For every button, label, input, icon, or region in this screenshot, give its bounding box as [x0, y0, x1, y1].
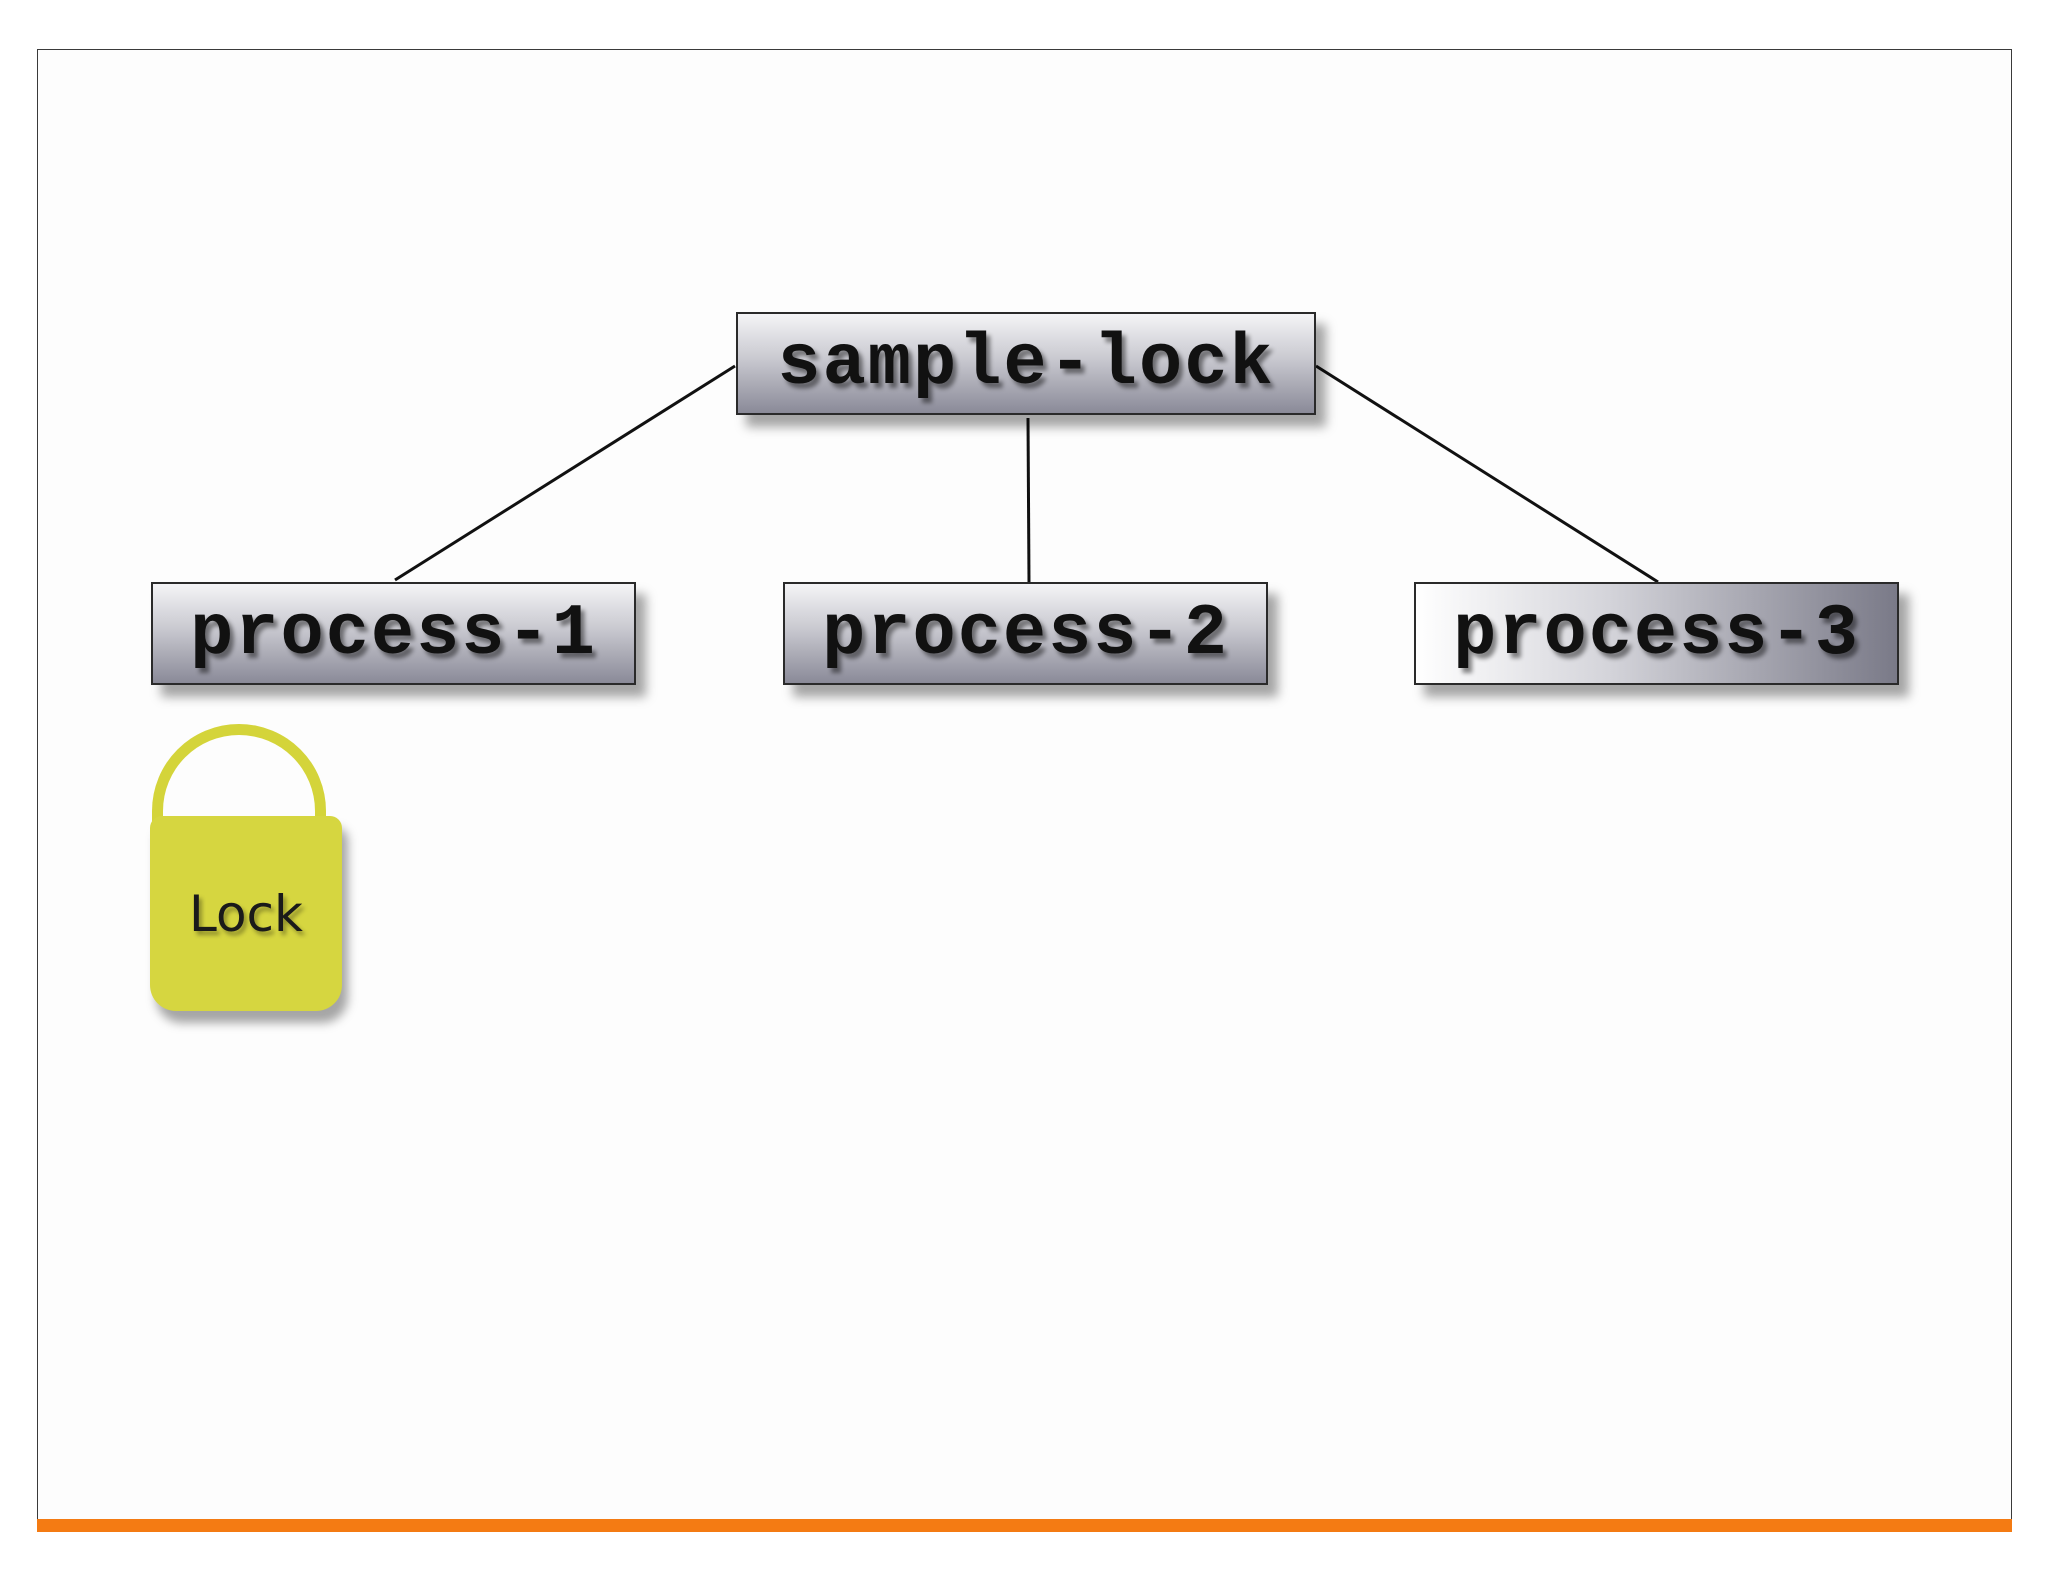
node-label-sample-lock: sample-lock [777, 322, 1275, 405]
connector-root-to-process-3 [1315, 364, 1659, 584]
node-sample-lock: sample-lock [736, 312, 1316, 415]
slide-canvas [37, 49, 2012, 1532]
node-label-process-2: process-2 [822, 592, 1229, 675]
node-process-2: process-2 [783, 582, 1268, 685]
padlock-body: Lock [150, 816, 342, 1011]
connector-root-to-process-1 [394, 364, 736, 582]
padlock-icon: Lock [150, 724, 346, 1014]
node-process-1: process-1 [151, 582, 636, 685]
node-process-3: process-3 [1414, 582, 1899, 685]
node-label-process-3: process-3 [1453, 592, 1860, 675]
connector-root-to-process-2 [1026, 417, 1031, 583]
node-label-process-1: process-1 [190, 592, 597, 675]
lock-label: Lock [188, 884, 303, 943]
bottom-accent-bar [37, 1519, 2012, 1532]
